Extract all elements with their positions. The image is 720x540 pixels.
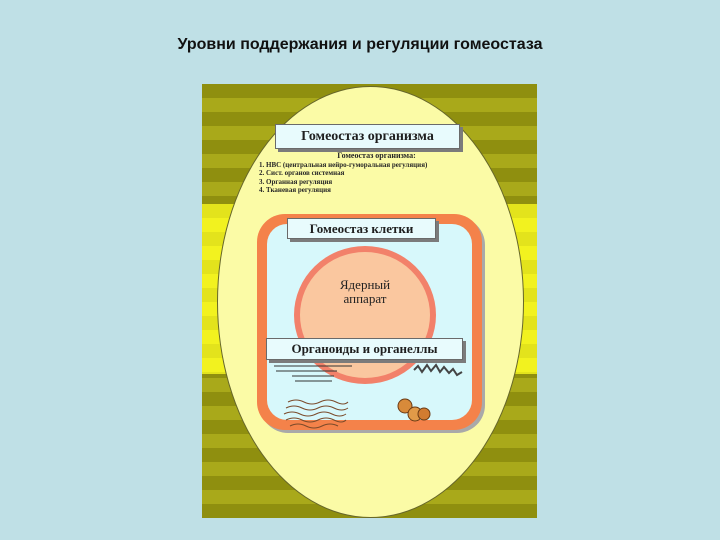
organism-homeostasis-title: Гомеостаз организма — [275, 124, 460, 149]
organism-levels-list: Гомеостаз организма: 1. НВС (центральная… — [259, 151, 474, 195]
squiggle-organelle — [413, 363, 463, 377]
reticulum-lines — [274, 365, 352, 382]
diagram-panel: Гомеостаз организма Гомеостаз организма:… — [202, 84, 537, 518]
organoids-title: Органоиды и органеллы — [266, 338, 463, 360]
organism-list-item: 4. Тканевая регуляция — [259, 186, 331, 194]
nucleus-label-line2: аппарат — [343, 291, 387, 306]
organism-list-item: 2. Сист. органов системная — [259, 169, 345, 177]
organism-list-title: Гомеостаз организма: — [337, 151, 416, 160]
organism-list-item: 1. НВС (центральная нейро-гуморальная ре… — [259, 160, 428, 169]
cell-homeostasis-title: Гомеостаз клетки — [287, 218, 436, 239]
organism-list-item: 3. Органная регуляция — [259, 177, 333, 186]
golgi-apparatus — [283, 399, 349, 429]
nucleus-label-line1: Ядерный — [339, 277, 391, 292]
organelle-illustrations — [274, 363, 463, 429]
mitochondria — [397, 398, 431, 422]
slide-title: Уровни поддержания и регуляции гомеостаз… — [177, 36, 543, 53]
